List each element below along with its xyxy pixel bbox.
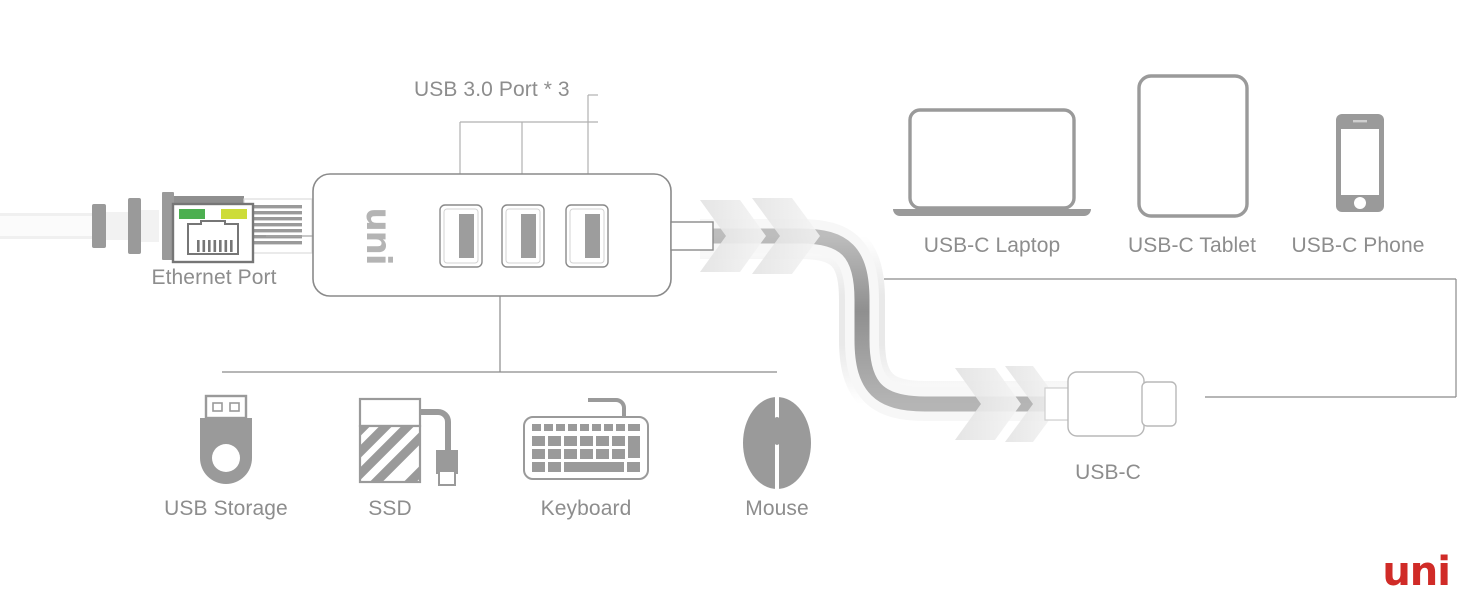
usb-c-cable (700, 213, 1075, 427)
hub-brand-logo: uni (358, 207, 398, 264)
keyboard-icon (523, 398, 649, 480)
ethernet-port-label: Ethernet Port (151, 266, 277, 289)
usb-a-port-2[interactable] (501, 204, 545, 268)
phone-icon (1336, 114, 1384, 212)
cable-strain-relief (670, 221, 714, 251)
laptop-icon (893, 108, 1091, 216)
ssd-icon (358, 397, 458, 486)
brand-logo-uni: uni (1382, 549, 1451, 595)
usb-port-callout-label: USB 3.0 Port * 3 (414, 78, 570, 101)
usb-storage-icon (200, 394, 252, 484)
cable-direction-arrows-upper (700, 198, 820, 274)
peripheral-label-usb-storage: USB Storage (164, 497, 288, 520)
rj45-cable-plug (0, 192, 313, 260)
host-label-tablet: USB-C Tablet (1127, 234, 1257, 257)
ethernet-port-icon (171, 202, 255, 264)
peripheral-label-keyboard: Keyboard (540, 497, 632, 520)
host-label-phone: USB-C Phone (1291, 234, 1425, 257)
usb-a-port-3[interactable] (565, 204, 609, 268)
peripheral-label-mouse: Mouse (745, 497, 809, 520)
host-label-laptop: USB-C Laptop (923, 234, 1061, 257)
svg-text:uni: uni (358, 207, 398, 264)
peripheral-label-ssd: SSD (368, 497, 412, 520)
cable-direction-arrows-lower (955, 366, 1061, 442)
peripheral-bracket (222, 296, 777, 373)
usb-a-port-1[interactable] (439, 204, 483, 268)
usb-c-connector-label: USB-C (1075, 461, 1141, 484)
host-bracket (884, 278, 1457, 398)
usb-c-connector (1044, 371, 1177, 437)
tablet-icon (1137, 74, 1249, 218)
mouse-icon (743, 397, 811, 489)
